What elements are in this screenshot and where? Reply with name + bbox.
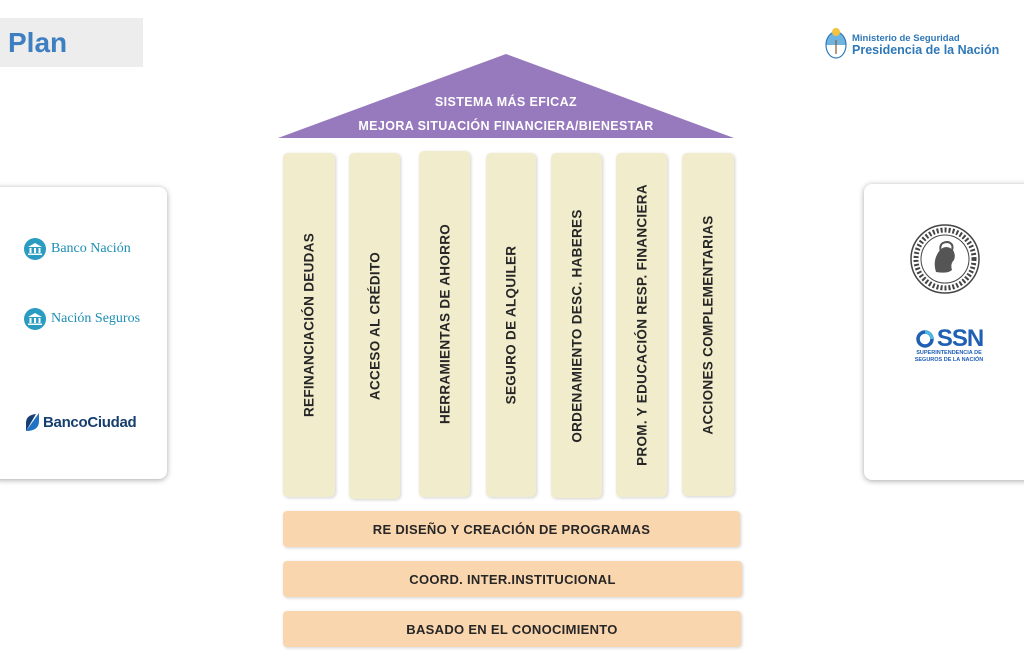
nacion-seguros-text: Nación Seguros	[51, 311, 141, 326]
banco-nacion-text: Banco Nación	[51, 241, 131, 256]
slide-title: Plan	[8, 27, 68, 58]
pillar-label: SEGURO DE ALQUILER	[503, 245, 519, 405]
ministry-line2: Presidencia de la Nación	[852, 43, 1000, 57]
slide-title-box: Plan	[0, 18, 143, 67]
coat-of-arms-icon	[825, 28, 847, 59]
pillar-seguro-de-alquiler: SEGURO DE ALQUILER	[486, 153, 536, 497]
ssn-subtitle-line2: SEGUROS DE LA NACIÓN	[914, 357, 984, 363]
pillar-label: HERRAMIENTAS DE AHORRO	[437, 223, 452, 425]
base-rediseno-programas: RE DISEÑO Y CREACIÓN DE PROGRAMAS	[283, 511, 740, 547]
roof-line1: SISTEMA MÁS EFICAZ	[434, 95, 578, 109]
base-coord-interinstitucional: COORD. INTER.INSTITUCIONAL	[283, 561, 742, 597]
ministry-logo: Ministerio de Seguridad Presidencia de l…	[824, 27, 1014, 61]
base-label: BASADO EN EL CONOCIMIENTO	[406, 621, 618, 637]
ssn-ring-icon	[916, 330, 934, 348]
roof-line2: MEJORA SITUACIÓN FINANCIERA/BIENESTAR	[358, 119, 654, 133]
bank-building-icon	[24, 308, 46, 330]
pillar-label: ACCESO AL CRÉDITO	[367, 251, 382, 401]
pillar-acceso-al-credito: ACCESO AL CRÉDITO	[349, 153, 400, 499]
banco-central-seal-icon	[910, 224, 980, 294]
banco-ciudad-logo: BancoCiudad	[24, 411, 137, 433]
ssn-subtitle-line1: SUPERINTENDENCIA DE	[916, 350, 982, 356]
base-label: COORD. INTER.INSTITUCIONAL	[409, 571, 616, 587]
bank-building-icon	[24, 238, 46, 260]
nacion-seguros-logo: Nación Seguros	[24, 308, 140, 330]
pillar-herramientas-de-ahorro: HERRAMIENTAS DE AHORRO	[419, 151, 470, 497]
pillar-prom-y-educacion: PROM. Y EDUCACIÓN RESP. FINANCIERA	[616, 153, 667, 497]
pillar-label: REFINANCIACIÓN DEUDAS	[301, 232, 317, 418]
banco-ciudad-icon	[26, 413, 39, 431]
pillar-label: PROM. Y EDUCACIÓN RESP. FINANCIERA	[634, 184, 649, 466]
pillar-refinanciacion-deudas: REFINANCIACIÓN DEUDAS	[283, 153, 335, 497]
left-partners-card: Banco Nación Nación Seguros BancoCiudad	[0, 187, 167, 479]
roof-triangle	[278, 54, 734, 138]
right-partners-card: SSN SUPERINTENDENCIA DE SEGUROS DE LA NA…	[864, 184, 1024, 480]
ssn-logo: SSN SUPERINTENDENCIA DE SEGUROS DE LA NA…	[914, 325, 984, 364]
ssn-name: SSN	[936, 325, 984, 352]
base-label: RE DISEÑO Y CREACIÓN DE PROGRAMAS	[372, 521, 651, 537]
ministry-line1: Ministerio de Seguridad	[852, 33, 960, 44]
pillar-ordenamiento-desc-haberes: ORDENAMIENTO DESC. HABERES	[551, 153, 602, 498]
base-basado-conocimiento: BASADO EN EL CONOCIMIENTO	[283, 611, 741, 647]
pillar-label: ORDENAMIENTO DESC. HABERES	[569, 208, 584, 443]
pillar-label: ACCIONES COMPLEMENTARIAS	[700, 214, 716, 435]
banco-ciudad-text: BancoCiudad	[43, 413, 137, 431]
pillar-acciones-complementarias: ACCIONES COMPLEMENTARIAS	[682, 153, 734, 496]
banco-nacion-logo: Banco Nación	[24, 238, 131, 260]
